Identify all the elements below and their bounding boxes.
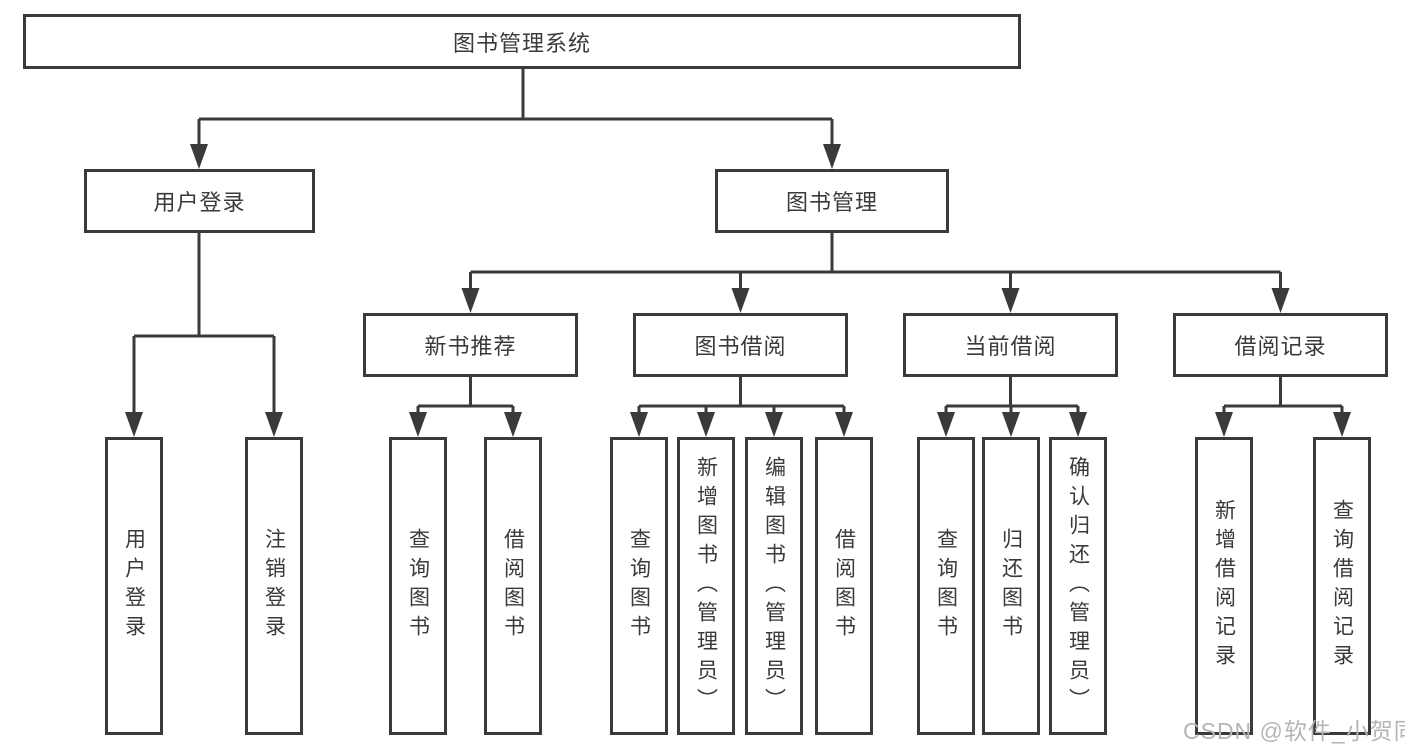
node-borrowing-records: 借阅记录 <box>1173 313 1388 377</box>
node-library-management-system: 图书管理系统 <box>23 14 1021 69</box>
leaf-query-books-3: 查询图书 <box>917 437 975 735</box>
leaf-confirm-return-admin: 确认归还（管理员） <box>1049 437 1107 735</box>
node-current-borrowing: 当前借阅 <box>903 313 1118 377</box>
leaf-logout: 注销登录 <box>245 437 303 735</box>
leaf-edit-book-admin: 编辑图书（管理员） <box>745 437 803 735</box>
connector-new-book-rec-to-leaves <box>409 377 522 437</box>
connector-root-to-level2 <box>190 69 841 169</box>
connector-borrow-records-to-leaves <box>1215 377 1351 437</box>
connector-current-borrow-to-leaves <box>937 377 1087 437</box>
connector-book-borrow-to-leaves <box>630 377 853 437</box>
leaf-add-borrow-record: 新增借阅记录 <box>1195 437 1253 735</box>
node-user-login-module: 用户登录 <box>84 169 315 233</box>
connector-user-login-to-leaves <box>125 232 283 437</box>
node-new-book-recommendation: 新书推荐 <box>363 313 578 377</box>
leaf-query-borrow-record: 查询借阅记录 <box>1313 437 1371 735</box>
leaf-return-book: 归还图书 <box>982 437 1040 735</box>
node-book-borrowing: 图书借阅 <box>633 313 848 377</box>
leaf-borrow-books-2: 借阅图书 <box>815 437 873 735</box>
leaf-query-books-2: 查询图书 <box>610 437 668 735</box>
leaf-borrow-books-1: 借阅图书 <box>484 437 542 735</box>
connector-book-mgmt-to-level3 <box>461 232 1290 313</box>
node-book-management-module: 图书管理 <box>715 169 949 233</box>
leaf-query-books-1: 查询图书 <box>389 437 447 735</box>
leaf-user-login: 用户登录 <box>105 437 163 735</box>
csdn-watermark: CSDN @软件_小贺同学 <box>1183 718 1405 744</box>
leaf-add-book-admin: 新增图书（管理员） <box>677 437 735 735</box>
